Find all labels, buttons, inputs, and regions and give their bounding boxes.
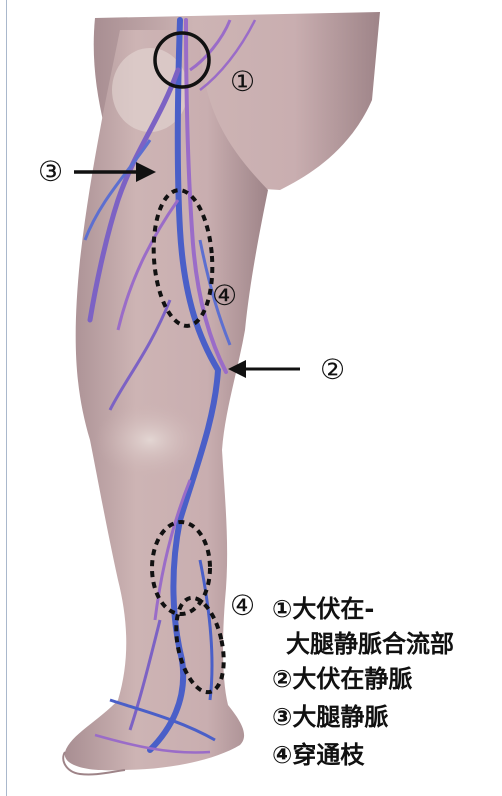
- marker-1: ①: [230, 68, 255, 96]
- legend-item-4: ④穿通枝: [272, 736, 454, 774]
- legend-item-1: ①大伏在-: [272, 590, 454, 628]
- legend-item-2: ②大伏在静脈: [272, 660, 454, 698]
- legend-item-1-cont: 大腿静脈合流部: [272, 628, 454, 660]
- knee-highlight: [95, 402, 205, 478]
- marker-3: ③: [38, 158, 63, 186]
- legend-item-3: ③大腿静脈: [272, 698, 454, 736]
- marker-4-thigh: ④: [212, 282, 237, 310]
- legend: ①大伏在- 大腿静脈合流部 ②大伏在静脈 ③大腿静脈 ④穿通枝: [272, 590, 454, 774]
- marker-2: ②: [320, 356, 345, 384]
- marker-4-calf: ④: [230, 592, 255, 620]
